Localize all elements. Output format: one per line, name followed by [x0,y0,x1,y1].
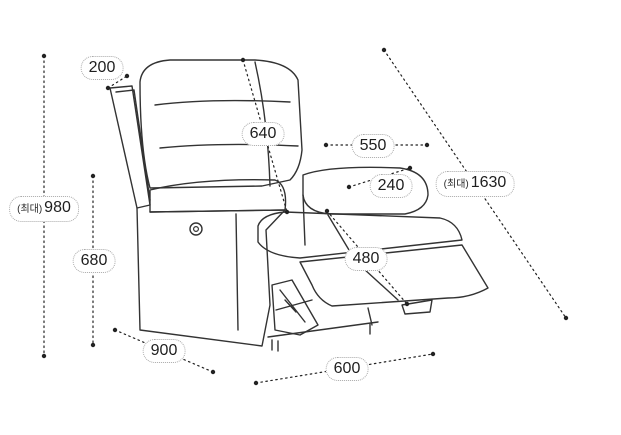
dim-value: 480 [352,250,380,267]
left-arm-panel [109,85,151,209]
mechanism [271,279,319,336]
dim-label-armrest-height: 240 [369,174,413,198]
dim-value: 550 [359,137,387,154]
chair-base [136,207,286,347]
dim-label-back-height: 640 [241,122,285,146]
dim-value: 980 [44,199,71,216]
dim-value: 680 [80,252,108,269]
footrest [257,211,463,259]
dim-label-depth: 900 [142,339,186,363]
dim-label-seat-width: 550 [351,134,395,158]
dim-label-max-length: (최대)1630 [435,171,515,197]
backrest [139,59,303,189]
max-prefix: (최대) [17,204,43,215]
right-armrest [302,166,429,215]
dim-value: 1630 [470,174,507,191]
power-button [189,222,203,236]
dim-line-640 [242,59,288,213]
max-prefix: (최대) [443,179,469,190]
dim-label-arm-width: 200 [80,56,124,80]
left-armrest [149,179,287,213]
dim-line-200 [107,75,128,89]
dim-label-width: 600 [325,357,369,381]
dim-value: 600 [333,360,361,377]
leg-rest [299,244,489,307]
dim-value: 240 [377,177,405,194]
dim-value: 900 [150,342,178,359]
dim-value: 640 [249,125,277,142]
dim-label-footrest-length: 480 [344,247,388,271]
dim-value: 200 [88,59,116,76]
dim-label-arm-height: 680 [72,249,116,273]
dim-label-max-height: (최대)980 [9,196,79,222]
